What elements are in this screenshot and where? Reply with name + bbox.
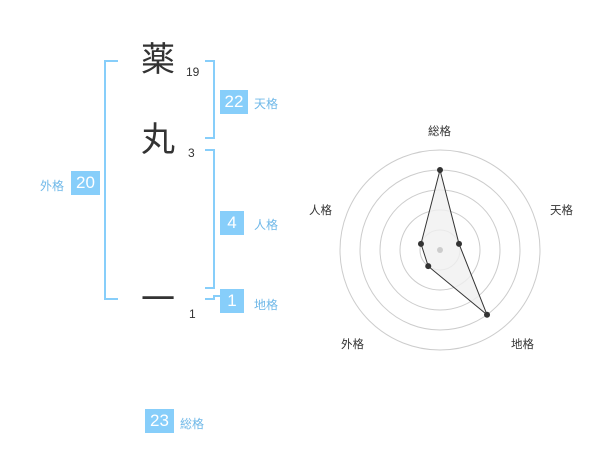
name-char-1: 薬 xyxy=(141,40,175,80)
soukaku-label: 総格 xyxy=(180,417,205,431)
radar-polygon xyxy=(420,169,488,316)
name-char-3: 一 xyxy=(141,280,175,320)
chikaku-badge: 1 xyxy=(220,289,244,313)
radar-label-soukaku: 総格 xyxy=(428,124,451,138)
jinkaku-label: 人格 xyxy=(254,218,279,232)
tenkaku-badge: 22 xyxy=(220,90,248,114)
chikaku-label: 地格 xyxy=(254,298,279,312)
tenkaku-label: 天格 xyxy=(254,97,279,111)
radar-label-jinkaku: 人格 xyxy=(309,203,332,217)
radar-label-gaikaku: 外格 xyxy=(341,337,364,351)
jinkaku-badge: 4 xyxy=(220,211,244,235)
radar-center-dot xyxy=(437,247,443,253)
stroke-count-2: 3 xyxy=(188,146,195,160)
radar-label-tenkaku: 天格 xyxy=(550,203,573,217)
gaikaku-bracket xyxy=(104,60,118,300)
soukaku-badge: 23 xyxy=(145,409,174,433)
stroke-count-3: 1 xyxy=(189,307,196,321)
gaikaku-badge: 20 xyxy=(71,171,100,195)
radar-point-0 xyxy=(437,167,443,173)
radar-point-3 xyxy=(425,263,432,270)
stroke-count-1: 19 xyxy=(186,65,200,79)
radar-label-chikaku: 地格 xyxy=(511,337,534,351)
jinkaku-bracket xyxy=(205,149,215,289)
radar-point-4 xyxy=(417,240,424,247)
name-char-2: 丸 xyxy=(141,120,175,160)
radar-ring xyxy=(339,149,541,351)
chikaku-bracket xyxy=(205,295,220,300)
radar-point-2 xyxy=(484,311,491,318)
gaikaku-label: 外格 xyxy=(40,179,65,193)
radar-point-1 xyxy=(456,240,463,247)
tenkaku-bracket xyxy=(205,60,215,139)
